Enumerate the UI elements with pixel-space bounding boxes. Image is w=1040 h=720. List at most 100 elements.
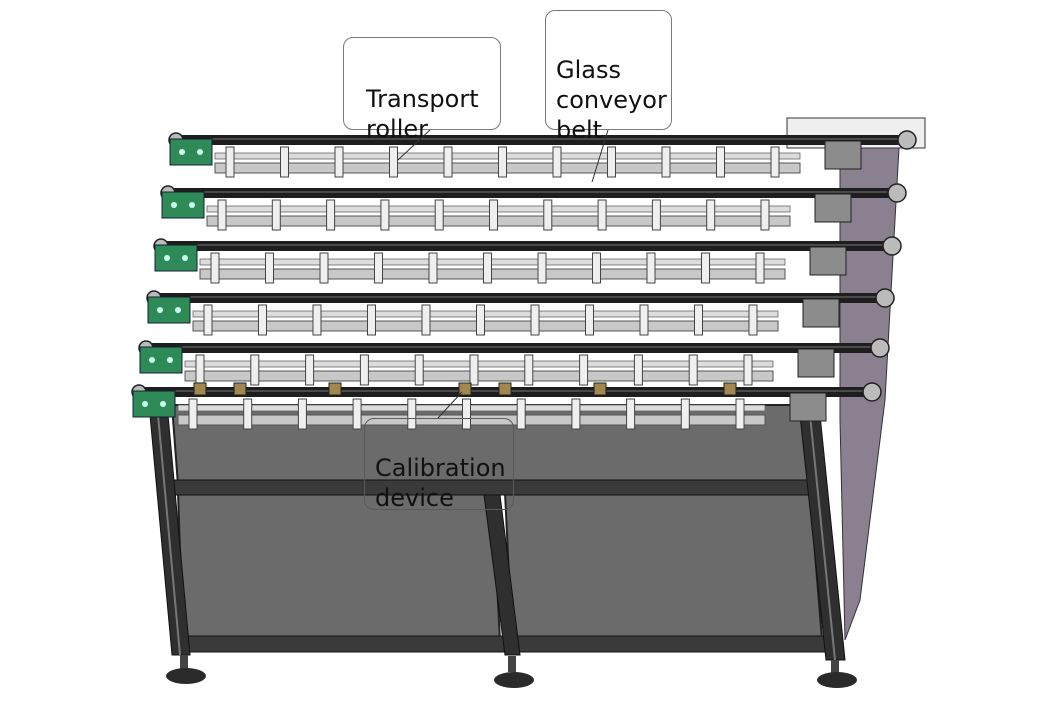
left-bracket xyxy=(161,191,205,219)
end-pulley xyxy=(870,338,890,358)
bottom-beam xyxy=(171,635,833,653)
transport-roller xyxy=(352,398,362,430)
transport-roller xyxy=(434,199,444,231)
base-frame xyxy=(149,404,857,688)
transport-roller xyxy=(498,146,507,178)
transport-roller xyxy=(543,199,553,231)
transport-roller xyxy=(524,354,534,386)
transport-roller xyxy=(755,252,765,284)
transport-roller xyxy=(217,199,227,231)
transport-roller xyxy=(334,146,344,178)
foot-center xyxy=(494,656,534,688)
end-pulley xyxy=(887,183,907,203)
transport-roller xyxy=(305,354,315,386)
transport-roller xyxy=(258,304,267,336)
transport-roller xyxy=(407,398,417,430)
transport-roller xyxy=(280,146,289,178)
glass-conveyor-belt xyxy=(140,343,888,353)
transport-roller xyxy=(476,304,485,336)
bracket-bolt xyxy=(189,202,195,208)
bracket-bolt xyxy=(142,401,148,407)
transport-roller xyxy=(359,354,369,386)
right-bracket xyxy=(802,298,840,328)
roller-shaft xyxy=(199,268,786,280)
conveyor-level xyxy=(160,183,907,231)
right-bracket xyxy=(797,348,835,378)
bracket-bolt xyxy=(182,255,188,261)
roller-rail xyxy=(192,310,779,318)
roller-rail xyxy=(177,404,766,412)
bracket-bolt xyxy=(164,255,170,261)
conveyor-level xyxy=(168,130,917,178)
leader-glass-belt xyxy=(591,129,609,183)
transport-roller xyxy=(462,398,471,430)
transport-roller xyxy=(585,304,594,336)
roller-shaft xyxy=(192,320,779,332)
roller-shaft xyxy=(206,215,791,227)
transport-roller xyxy=(271,199,281,231)
left-bracket xyxy=(132,390,176,418)
transport-roller xyxy=(680,398,690,430)
roller-rail xyxy=(206,205,791,213)
right-bracket xyxy=(809,246,847,276)
right-bracket xyxy=(814,193,852,223)
right-bracket xyxy=(789,392,827,422)
roller-rail xyxy=(184,360,774,368)
calibration-device xyxy=(593,382,607,396)
calibration-device-callout: Calibration device xyxy=(364,418,514,512)
bracket-bolt xyxy=(171,202,177,208)
roller-rail xyxy=(214,152,801,160)
right-bracket xyxy=(824,140,862,170)
end-pulley xyxy=(875,288,895,308)
calibration-device xyxy=(498,382,512,396)
transport-roller xyxy=(626,398,636,430)
left-bracket xyxy=(154,244,198,272)
transport-roller xyxy=(694,304,703,336)
conveyor-level xyxy=(153,236,902,284)
glass-conveyor-belt xyxy=(148,293,893,303)
transport-roller xyxy=(579,354,589,386)
left-bracket xyxy=(169,138,213,166)
transport-roller xyxy=(188,398,198,430)
calibration-device xyxy=(193,382,207,396)
transport-roller xyxy=(537,252,547,284)
transport-roller xyxy=(633,354,643,386)
roller-rail xyxy=(199,258,786,266)
transport-roller xyxy=(743,354,753,386)
leader-transport-roller xyxy=(397,129,431,161)
transport-roller xyxy=(210,252,220,284)
transport-roller xyxy=(225,146,235,178)
bracket-bolt xyxy=(175,307,181,313)
transport-roller xyxy=(443,146,453,178)
transport-roller xyxy=(489,199,498,231)
transport-roller-label: Transport roller xyxy=(366,85,479,143)
transport-roller xyxy=(748,304,758,336)
transport-roller xyxy=(428,252,438,284)
transport-roller xyxy=(250,354,260,386)
transport-roller xyxy=(312,304,322,336)
calibration-device xyxy=(723,382,737,396)
transport-roller xyxy=(265,252,274,284)
transport-roller xyxy=(516,398,526,430)
transport-roller xyxy=(646,252,656,284)
bracket-bolt xyxy=(179,149,185,155)
transport-roller xyxy=(530,304,540,336)
transport-roller xyxy=(651,199,661,231)
roller-shaft xyxy=(177,414,766,426)
transport-roller xyxy=(483,252,492,284)
transport-roller xyxy=(374,252,383,284)
transport-roller xyxy=(735,398,745,430)
glass-conveyor-belt xyxy=(170,135,915,145)
transport-roller xyxy=(367,304,376,336)
transport-roller xyxy=(661,146,671,178)
conveyor-levels xyxy=(131,130,917,430)
bracket-bolt xyxy=(167,357,173,363)
transport-roller xyxy=(243,398,253,430)
transport-roller xyxy=(203,304,213,336)
transport-roller xyxy=(716,146,725,178)
end-pulley xyxy=(862,382,882,402)
transport-roller xyxy=(319,252,329,284)
transport-roller xyxy=(770,146,780,178)
roller-shaft xyxy=(184,370,774,382)
